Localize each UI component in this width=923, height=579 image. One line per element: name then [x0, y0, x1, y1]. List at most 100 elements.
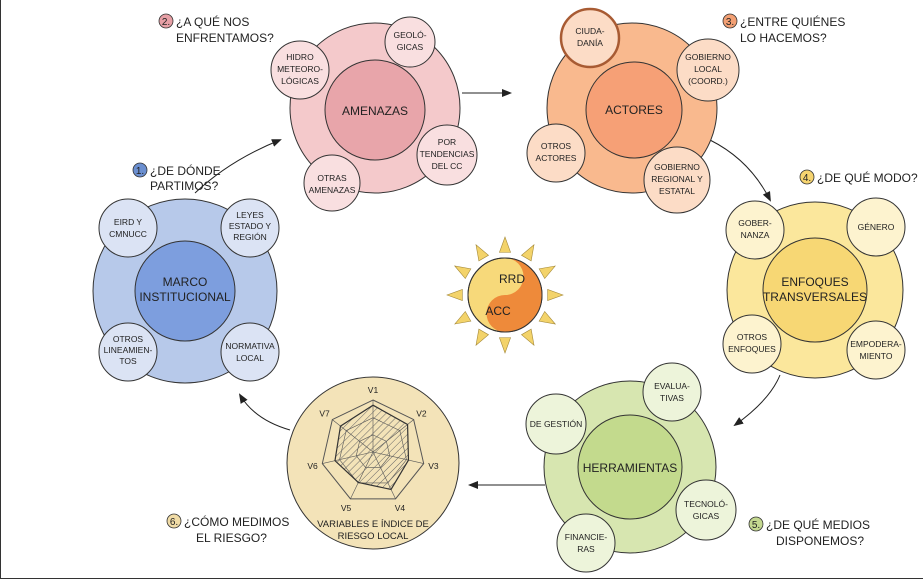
question-5-number: 5. — [752, 520, 760, 531]
question-4: 4. ¿DE QUÉ MODO? — [799, 169, 918, 185]
enfoques-item-otros-l1: OTROS — [737, 332, 768, 342]
center-sun: RRD ACC — [446, 236, 564, 354]
marco-title-2: INSTITUCIONAL — [139, 290, 231, 304]
actores-item-gobierno-regional: GOBIERNO REGIONAL Y ESTATAL — [643, 146, 711, 214]
sun-ray — [547, 288, 564, 302]
enfoques-item-gobernanza-l1: GOBER- — [738, 218, 772, 228]
herramientas-title: HERRAMIENTAS — [583, 461, 677, 475]
sun-ray — [498, 236, 512, 253]
actores-item-gobierno-local: GOBIERNO LOCAL (COORD.) — [676, 38, 740, 102]
actores-cluster: ACTORES CIUDA- DANÍA GOBIERNO LOCAL (COO… — [526, 7, 740, 214]
marco-item-leyes: LEYES ESTADO Y REGIÓN — [220, 198, 280, 258]
marco-item-normativa-l1: NORMATIVA — [225, 341, 275, 351]
amenazas-item-tendencias-l1: POR — [438, 137, 456, 147]
marco-title-1: MARCO — [163, 275, 208, 289]
amenazas-item-geologicas-l2: GICAS — [397, 42, 424, 52]
marco-item-eird-l2: CMNUCC — [109, 229, 147, 239]
question-5: 5. ¿DE QUÉ MEDIOS DISPONEMOS? — [748, 516, 870, 548]
enfoques-title-2: TRANSVERSALES — [763, 290, 867, 304]
marco-item-leyes-l1: LEYES — [236, 210, 264, 220]
question-2: 2. ¿A QUÉ NOS ENFRENTAMOS? — [158, 13, 274, 45]
question-4-number: 4. — [803, 173, 811, 184]
enfoques-item-otros: OTROS ENFOQUES — [722, 314, 782, 374]
radar-axis-label: V2 — [416, 408, 427, 418]
enfoques-item-empoderamiento-l1: EMPODERA- — [850, 339, 902, 349]
arrow-actores-to-enfoques — [709, 139, 771, 202]
actores-item-otros-l1: OTROS — [541, 141, 572, 151]
sun-ray — [520, 244, 535, 262]
radar-axis-label: V5 — [341, 503, 352, 513]
actores-item-ciudadania-l2: DANÍA — [577, 38, 603, 48]
herramientas-item-financieras-l1: FINANCIE- — [565, 532, 608, 542]
sun-ray — [538, 310, 556, 325]
question-1-number: 1. — [136, 166, 144, 177]
amenazas-item-hidro-l2: METEORO- — [277, 64, 323, 74]
herramientas-item-evaluativas: EVALUA- TIVAS — [642, 362, 702, 422]
question-6-line2: EL RIESGO? — [196, 531, 267, 545]
cycle-arrows — [194, 89, 781, 489]
question-3-line2: LO HACEMOS? — [740, 31, 827, 45]
question-4-line1: ¿DE QUÉ MODO? — [817, 170, 918, 185]
herramientas-item-evaluativas-l1: EVALUA- — [654, 381, 690, 391]
actores-item-gobierno-local-l2: LOCAL — [694, 64, 722, 74]
riesgo-caption-2: RIESGO LOCAL — [338, 531, 409, 542]
sun-ray — [475, 328, 490, 346]
marco-item-eird: EIRD Y CMNUCC — [98, 198, 158, 258]
enfoques-item-otros-l2: ENFOQUES — [728, 344, 776, 354]
question-6: 6. ¿CÓMO MEDIMOS EL RIESGO? — [166, 513, 289, 545]
actores-item-gobierno-local-l3: (COORD.) — [688, 76, 728, 86]
radar-value-area — [334, 404, 410, 491]
herramientas-item-gestion-l1: DE GESTIÓN — [530, 419, 582, 429]
sun-ray — [498, 337, 512, 354]
herramientas-item-gestion: DE GESTIÓN — [525, 393, 587, 455]
marco-institucional-cluster: MARCO INSTITUCIONAL EIRD Y CMNUCC LEYES … — [92, 198, 280, 384]
herramientas-item-tecnologicas-l2: GICAS — [693, 511, 720, 521]
marco-item-otros-l3: TOS — [119, 356, 137, 366]
marco-item-leyes-l2: ESTADO Y — [229, 221, 272, 231]
question-2-line1: ¿A QUÉ NOS — [176, 14, 249, 29]
enfoques-cluster: ENFOQUES TRANSVERSALES GOBER- NANZA GÉNE… — [722, 197, 906, 380]
sun-ray — [454, 310, 472, 325]
center-acc-label: ACC — [485, 304, 511, 318]
question-2-line2: ENFRENTAMOS? — [176, 31, 274, 45]
actores-item-gobierno-regional-l1: GOBIERNO — [654, 162, 700, 172]
marco-item-normativa: NORMATIVA LOCAL — [220, 322, 280, 382]
question-6-line1: ¿CÓMO MEDIMOS — [184, 514, 289, 529]
actores-item-otros: OTROS ACTORES — [526, 123, 586, 183]
question-3-line1: ¿ENTRE QUIÉNES — [740, 14, 845, 29]
sun-ray — [475, 244, 490, 262]
radar-axis-label: V6 — [307, 461, 318, 471]
amenazas-item-tendencias-l2: TENDENCIAS — [420, 149, 475, 159]
radar-axis-label: V7 — [319, 408, 330, 418]
question-1-line2: PARTIMOS? — [150, 179, 219, 193]
riesgo-caption-1: VARIABLES E ÍNDICE DE — [317, 519, 429, 530]
amenazas-item-tendencias: POR TENDENCIAS DEL CC — [416, 124, 478, 186]
amenazas-item-tendencias-l3: DEL CC — [432, 161, 463, 171]
radar-ring — [321, 399, 425, 500]
arrow-riesgo-to-marco — [238, 393, 291, 431]
amenazas-item-geologicas-l1: GEOLÓ- — [393, 30, 426, 40]
question-3: 3. ¿ENTRE QUIÉNES LO HACEMOS? — [722, 13, 845, 45]
herramientas-item-financieras-l2: RAS — [577, 544, 595, 554]
actores-item-gobierno-local-l1: GOBIERNO — [685, 52, 731, 62]
enfoques-item-gobernanza: GOBER- NANZA — [725, 200, 785, 260]
question-6-number: 6. — [170, 517, 178, 528]
actores-item-otros-l2: ACTORES — [536, 153, 577, 163]
actores-title: ACTORES — [605, 103, 663, 117]
question-5-line1: ¿DE QUÉ MEDIOS — [766, 517, 870, 532]
amenazas-cluster: AMENAZAS HIDRO METEORO- LÓGICAS GEOLÓ- G… — [270, 16, 478, 212]
marco-item-leyes-l3: REGIÓN — [233, 232, 267, 242]
enfoques-item-genero: GÉNERO — [846, 197, 906, 257]
sun-ray — [446, 288, 463, 302]
marco-item-otros-l2: LINEAMIEN- — [104, 345, 153, 355]
actores-item-ciudadania-l1: CIUDA- — [575, 26, 604, 36]
radar-axis-label: V3 — [428, 461, 439, 471]
amenazas-item-otras-l2: AMENAZAS — [309, 185, 356, 195]
sun-ray — [538, 265, 556, 280]
sun-ray — [520, 328, 535, 346]
question-2-number: 2. — [162, 17, 170, 28]
center-rrd-label: RRD — [499, 272, 525, 286]
radar-axis-label: V4 — [395, 503, 406, 513]
actores-item-gobierno-regional-l2: REGIONAL Y — [651, 174, 703, 184]
